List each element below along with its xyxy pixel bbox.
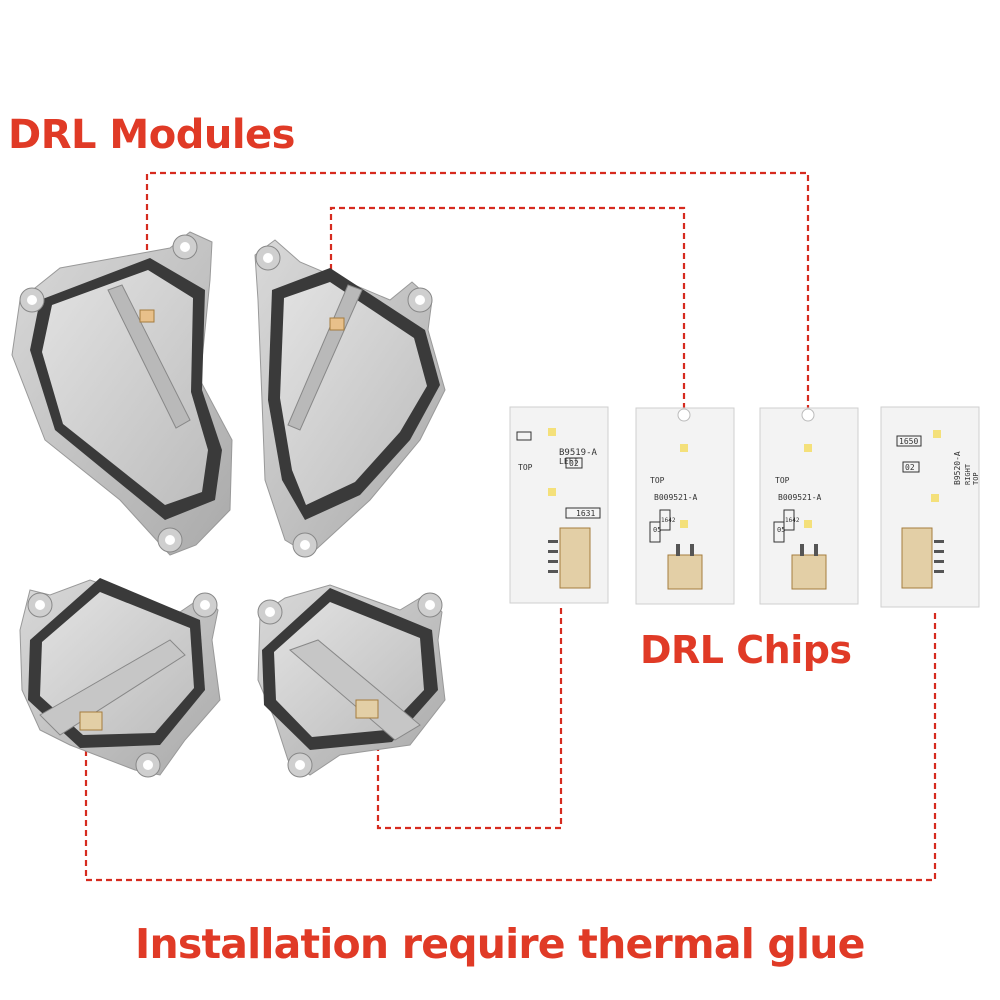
chip-4-code: B9520-A	[953, 451, 962, 485]
drl-chip-2: TOP B009521-A 05 1642	[635, 407, 735, 605]
chip-1-code: B9519-A	[559, 448, 598, 458]
drl-module-bottom-left	[19, 578, 221, 778]
drl-chip-3: TOP B009521-A 05 1642	[759, 407, 859, 605]
chip-1-side: LEFT	[559, 457, 578, 466]
connector-lines	[84, 171, 937, 882]
chip-3-batch: 1642	[785, 517, 800, 524]
drl-module-top-left	[11, 231, 233, 556]
drl-module-top-right	[254, 239, 446, 558]
chip-4-batch: 1650	[899, 437, 918, 446]
chip-1-batch: 1631	[576, 509, 595, 518]
drl-chip-4: 1650 02 B9520-A RIGHT TOP	[880, 406, 980, 608]
chip-3-code: B009521-A	[778, 493, 822, 502]
line-module3-to-chip4	[84, 612, 937, 882]
drl-module-bottom-right	[257, 584, 446, 778]
chip-2-top: TOP	[650, 476, 665, 485]
chip-2-batch: 1642	[661, 517, 676, 524]
thermal-glue-note: Installation require thermal glue	[135, 920, 865, 968]
line-module2-to-chip2	[329, 206, 686, 408]
line-module1-to-chip3	[145, 171, 810, 408]
chip-3-top: TOP	[775, 476, 790, 485]
chip-1-mark: 02	[569, 459, 579, 468]
chip-4-side: RIGHT	[964, 463, 972, 485]
line-module4-to-chip1	[376, 608, 563, 830]
chip-1-top: TOP	[518, 463, 533, 472]
chip-4-top: TOP	[972, 472, 980, 485]
chip-2-mark: 05	[653, 526, 661, 534]
drl-modules-label: DRL Modules	[8, 112, 295, 158]
chip-4-mark: 02	[905, 463, 915, 472]
chip-3-mark: 05	[777, 526, 785, 534]
drl-chip-1: B9519-A LEFT 02 TOP 1631	[509, 406, 609, 604]
drl-chips-label: DRL Chips	[640, 628, 852, 672]
chip-2-code: B009521-A	[654, 493, 698, 502]
